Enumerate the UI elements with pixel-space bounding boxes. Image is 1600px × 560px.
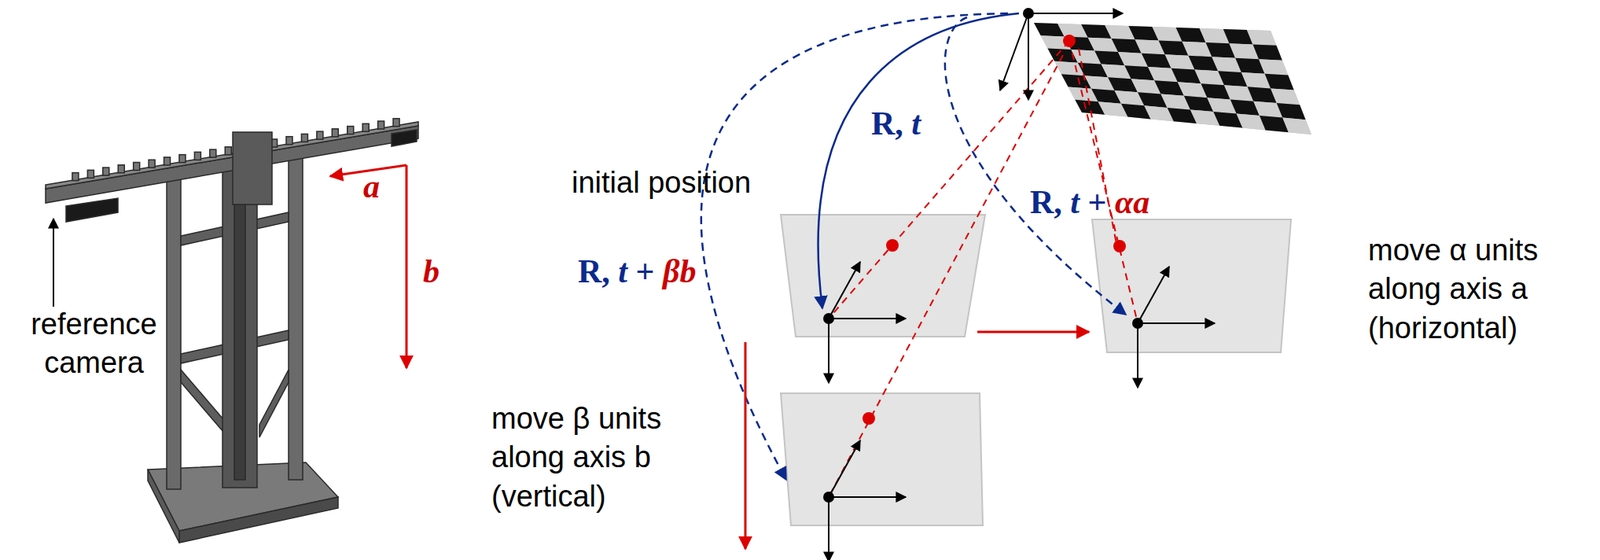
board-square bbox=[1265, 73, 1295, 91]
rail-tab bbox=[148, 159, 155, 168]
transform-arrow bbox=[701, 13, 1008, 480]
rail-tab bbox=[133, 161, 140, 170]
rail-tab bbox=[72, 172, 79, 181]
reference-camera-body bbox=[66, 198, 118, 222]
coordinate-frames bbox=[823, 7, 1215, 560]
point-projection bbox=[1062, 34, 1076, 48]
image-plane bbox=[780, 214, 986, 337]
rig-mount bbox=[232, 132, 273, 205]
rig-base-edge bbox=[179, 496, 339, 543]
rail-tab bbox=[331, 128, 339, 137]
transform-label: R, t + αa bbox=[1029, 180, 1150, 225]
board-square bbox=[1282, 117, 1312, 135]
camera-body bbox=[391, 129, 417, 147]
rig-column bbox=[222, 157, 258, 488]
frame-axis bbox=[1000, 13, 1029, 91]
board-square bbox=[1246, 29, 1277, 46]
frame-axis bbox=[828, 317, 906, 320]
rig-brace bbox=[259, 369, 289, 438]
transform-arrow bbox=[945, 17, 1126, 315]
image-plane bbox=[780, 393, 983, 526]
rail-tab bbox=[286, 136, 293, 145]
camera-center bbox=[823, 491, 835, 503]
camera-center bbox=[823, 312, 835, 324]
transform-label: R, t + βb bbox=[577, 250, 696, 294]
rig-post-left bbox=[166, 174, 181, 490]
rail-tab bbox=[301, 133, 308, 142]
camera-center bbox=[1132, 317, 1144, 329]
point-projection bbox=[1113, 239, 1126, 253]
ray bbox=[828, 55, 1063, 497]
rig-rail-top bbox=[45, 121, 419, 189]
board-square bbox=[1270, 88, 1300, 105]
axis-label: b bbox=[422, 250, 440, 294]
note-label: initial position bbox=[571, 163, 751, 203]
frame-axis bbox=[828, 261, 861, 319]
motion-arrow bbox=[744, 342, 747, 549]
board-square bbox=[1258, 58, 1288, 75]
frame-axis bbox=[1027, 13, 1030, 100]
checkerboard bbox=[1033, 22, 1312, 135]
rail-tab bbox=[179, 154, 186, 163]
frame-axis bbox=[827, 496, 830, 560]
motion-arrow bbox=[977, 331, 1089, 334]
frame-axis bbox=[828, 440, 861, 497]
leader-arrow bbox=[52, 218, 55, 307]
frame-axis bbox=[827, 318, 830, 383]
rail-tab bbox=[117, 165, 125, 173]
rail-tab bbox=[209, 149, 217, 158]
motion-note: move β units along axis b (vertical) bbox=[491, 399, 681, 516]
image-plane bbox=[1092, 219, 1292, 353]
rig-column-slot bbox=[234, 169, 246, 480]
rig-post-right bbox=[288, 149, 303, 480]
frame-axis bbox=[1137, 266, 1170, 324]
axis-label: a bbox=[363, 165, 380, 209]
motion-note: move α units along axis a (horizontal) bbox=[1368, 231, 1565, 348]
rail-tab bbox=[164, 157, 171, 166]
projection-rays bbox=[828, 40, 1138, 497]
transform-label: R, t bbox=[871, 102, 921, 146]
part-label: reference camera bbox=[9, 305, 179, 383]
point-projection bbox=[862, 411, 876, 425]
axis-b-arrow bbox=[405, 165, 409, 368]
board-square bbox=[1252, 44, 1282, 61]
ray bbox=[1078, 48, 1117, 244]
frame-axis bbox=[1137, 322, 1215, 324]
rail-tab bbox=[393, 118, 400, 127]
rig-rail bbox=[45, 125, 419, 203]
ray bbox=[828, 40, 1070, 319]
rig-brace bbox=[180, 369, 229, 438]
rail-tab bbox=[316, 131, 324, 140]
camera-center bbox=[1022, 7, 1034, 19]
board-ground bbox=[1033, 22, 1312, 135]
rail-tab bbox=[224, 147, 232, 155]
rail-tab bbox=[347, 126, 354, 135]
rail-tab bbox=[102, 167, 110, 176]
frame-axis bbox=[1136, 323, 1139, 388]
frame-axis bbox=[828, 496, 906, 498]
ray bbox=[1069, 40, 1138, 324]
point-projection bbox=[886, 239, 899, 252]
transform-arrow bbox=[818, 13, 1019, 309]
board-square bbox=[1276, 102, 1306, 120]
rail-tab bbox=[87, 169, 94, 178]
rail-tab bbox=[362, 123, 369, 132]
rail-tab bbox=[378, 121, 385, 129]
rail-tab bbox=[194, 151, 201, 160]
frame-axis bbox=[1028, 12, 1123, 15]
